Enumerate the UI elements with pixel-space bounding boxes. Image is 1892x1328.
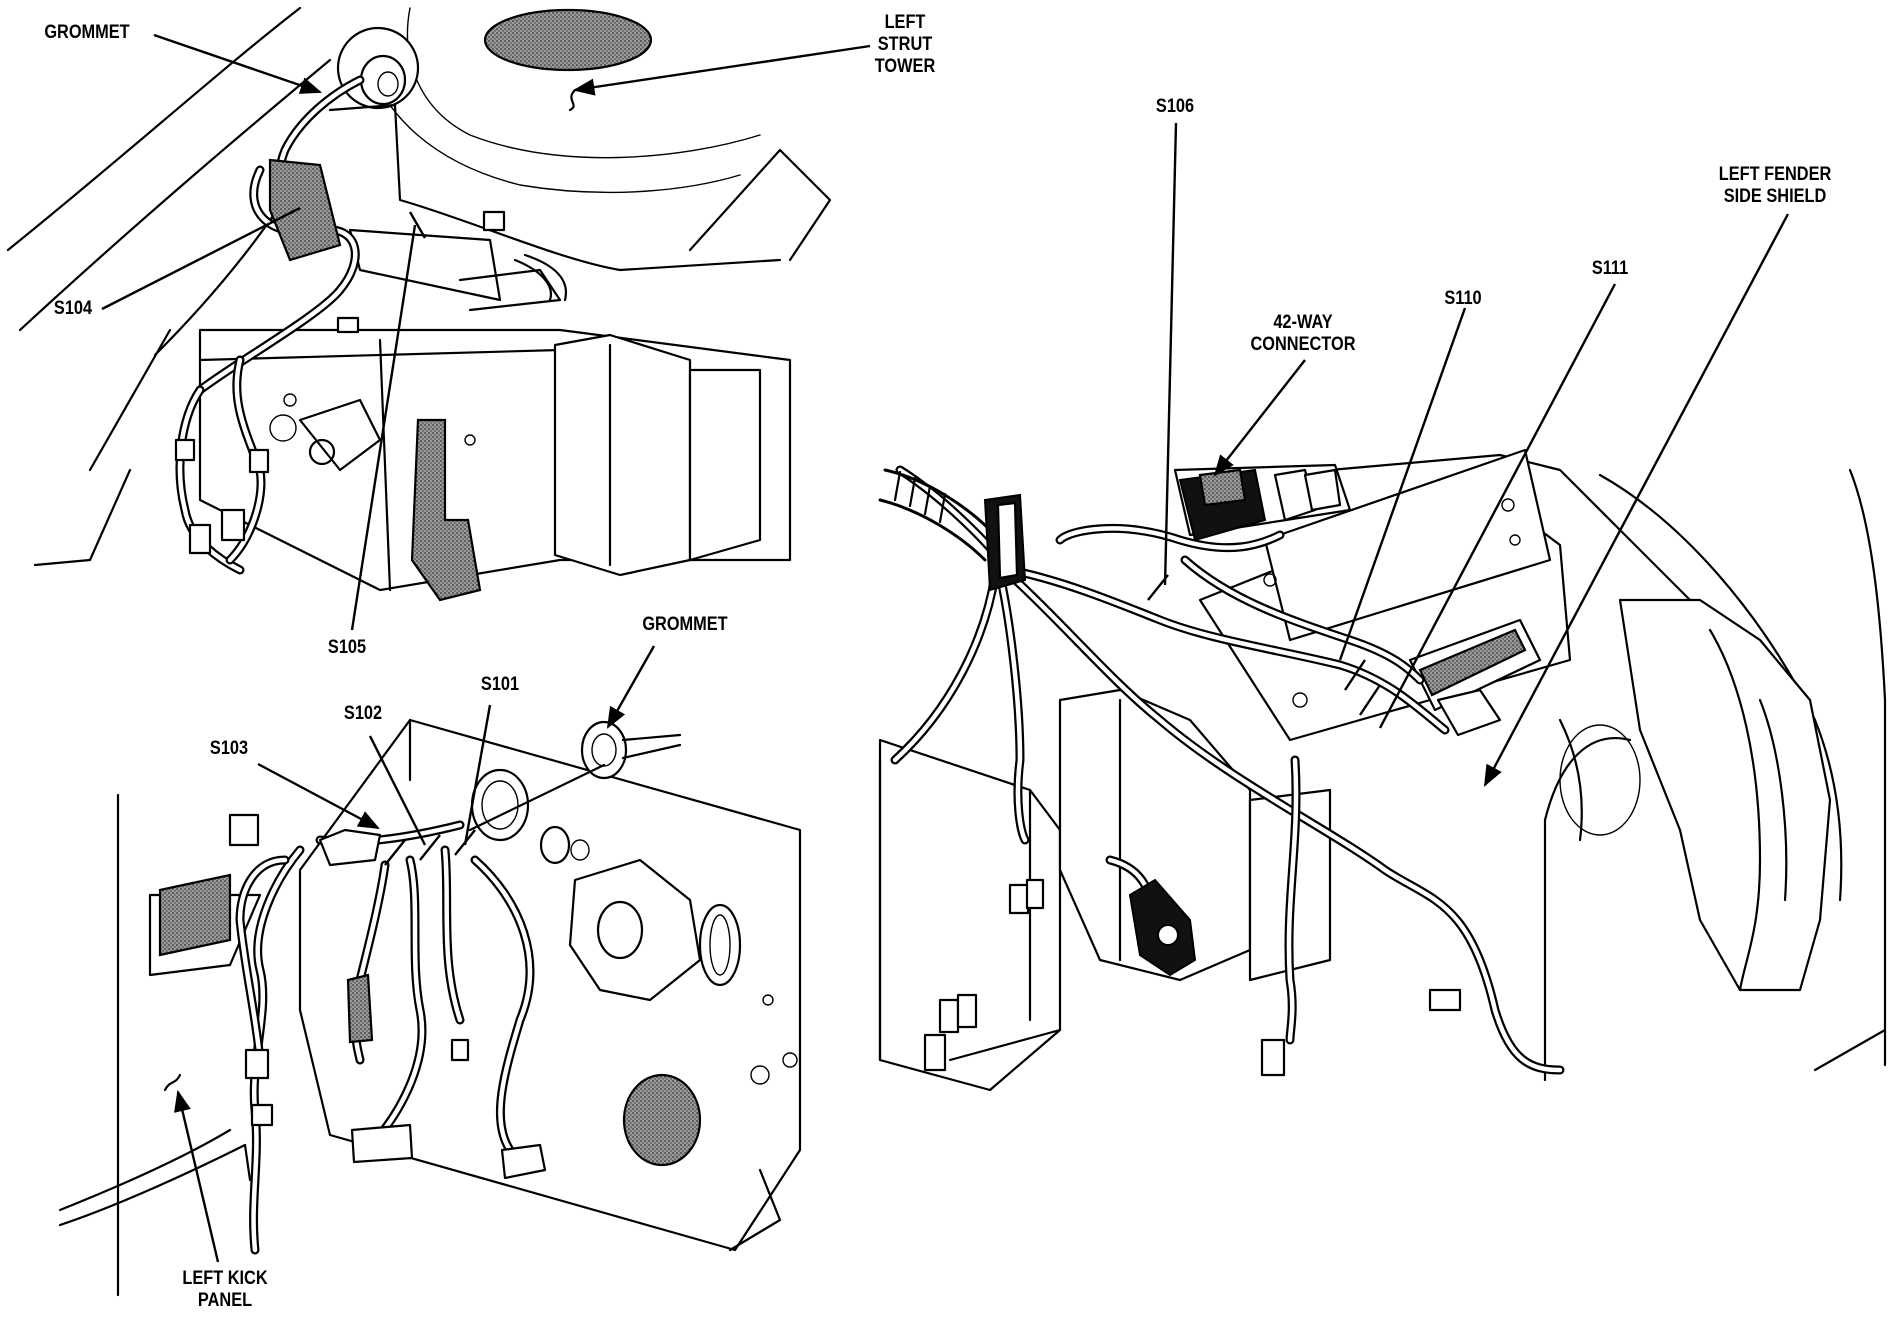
strut-tower-view: [6, 6, 832, 602]
kick-panel-view: [58, 718, 802, 1297]
42-way-connector-label: 42-WAY CONNECTOR: [1239, 312, 1368, 356]
left-fender-side-shield-line2: SIDE SHIELD: [1723, 186, 1827, 207]
left-kick-panel-line2: PANEL: [197, 1290, 253, 1311]
s106-label: S106: [1155, 96, 1195, 117]
s103-label: S103: [209, 738, 249, 759]
strut-tower-hole: [483, 8, 653, 72]
grommet-icon: [468, 720, 682, 832]
grommet-top-label: GROMMET: [44, 22, 130, 43]
s110-label: S110: [1444, 288, 1482, 309]
left-fender-side-shield-label: LEFT FENDER SIDE SHIELD: [1711, 164, 1840, 208]
grommet-bottom-label: GROMMET: [642, 614, 728, 635]
left-kick-panel-label: LEFT KICK PANEL: [173, 1268, 276, 1312]
left-strut-tower-line3: TOWER: [874, 56, 936, 77]
fender-shield-view: [878, 448, 1887, 1092]
left-strut-tower-line1: LEFT: [884, 12, 926, 33]
pin-field: [1418, 628, 1527, 697]
s102-label: S102: [343, 703, 383, 724]
s104-connector-block: [268, 158, 342, 262]
42-way-connector-line1: 42-WAY: [1273, 312, 1333, 333]
s101-label: S101: [480, 674, 520, 695]
42-way-connector: [1173, 463, 1352, 542]
firewall-hole: [622, 1073, 702, 1167]
42-way-connector-line2: CONNECTOR: [1250, 334, 1356, 355]
bracket-stipple: [410, 418, 482, 602]
left-kick-panel-line1: LEFT KICK: [182, 1268, 268, 1289]
s111-label: S111: [1591, 258, 1629, 279]
s105-label: S105: [327, 637, 367, 658]
left-strut-tower-label: LEFT STRUT TOWER: [866, 12, 943, 78]
grommet-icon: [336, 26, 420, 110]
left-fender-side-shield-line1: LEFT FENDER: [1718, 164, 1832, 185]
left-strut-tower-line2: STRUT: [877, 34, 933, 55]
s104-label: S104: [53, 298, 93, 319]
kick-panel-pad: [158, 873, 232, 957]
leader-lines: [101, 33, 1790, 1263]
